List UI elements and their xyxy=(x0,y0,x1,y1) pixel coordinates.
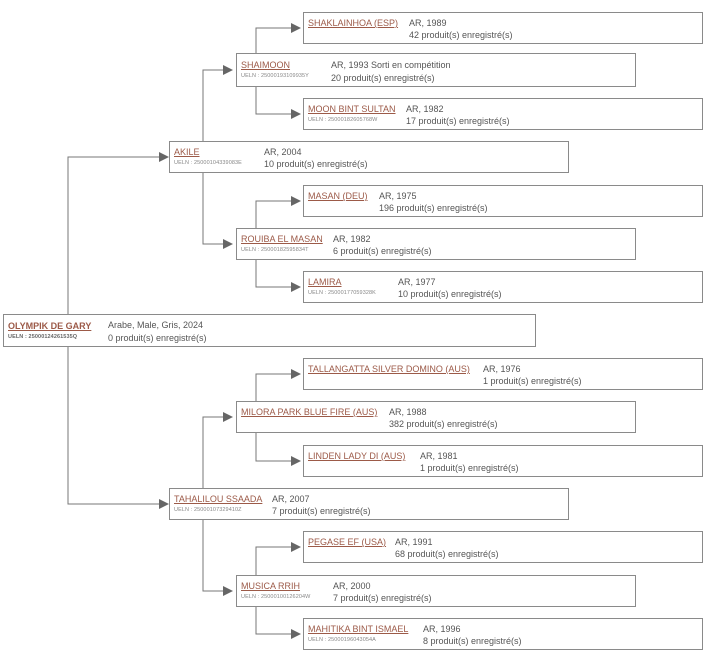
horse-details: AR, 1982 xyxy=(333,234,371,244)
horse-products-count: 10 produit(s) enregistré(s) xyxy=(264,159,368,169)
horse-card-sire: AKILE UELN : 25000104339083E AR, 2004 10… xyxy=(169,141,569,173)
horse-products-count: 10 produit(s) enregistré(s) xyxy=(398,289,502,299)
ueln-label: UELN : 25000177059328K xyxy=(308,290,376,296)
horse-name-link[interactable]: MOON BINT SULTAN xyxy=(308,104,396,114)
horse-card-dss: TALLANGATTA SILVER DOMINO (AUS) AR, 1976… xyxy=(303,358,703,390)
horse-details: AR, 1976 xyxy=(483,364,521,374)
ueln-label: UELN : 25000107329410Z xyxy=(174,507,242,513)
ueln-label: UELN : 25000196043054A xyxy=(308,637,376,643)
horse-products-count: 0 produit(s) enregistré(s) xyxy=(108,333,207,343)
horse-name-link[interactable]: AKILE xyxy=(174,147,200,157)
horse-products-count: 7 produit(s) enregistré(s) xyxy=(333,593,432,603)
ueln-label: UELN : 25000182605768W xyxy=(308,117,378,123)
horse-card-sds: MASAN (DEU) AR, 1975 196 produit(s) enre… xyxy=(303,185,703,217)
horse-card-dam-sire: MILORA PARK BLUE FIRE (AUS) AR, 1988 382… xyxy=(236,401,636,433)
horse-card-dam: TAHALILOU SSAADA UELN : 25000107329410Z … xyxy=(169,488,569,520)
horse-details: AR, 1996 xyxy=(423,624,461,634)
horse-card-sire-sire: SHAIMOON UELN : 25000193109935Y AR, 1993… xyxy=(236,53,636,87)
horse-products-count: 382 produit(s) enregistré(s) xyxy=(389,419,498,429)
horse-name-link[interactable]: SHAIMOON xyxy=(241,60,291,70)
horse-products-count: 68 produit(s) enregistré(s) xyxy=(395,549,499,559)
horse-products-count: 8 produit(s) enregistré(s) xyxy=(423,636,522,646)
horse-details: AR, 1977 xyxy=(398,277,436,287)
horse-card-sdd: LAMIRA UELN : 25000177059328K AR, 1977 1… xyxy=(303,271,703,303)
horse-name-link[interactable]: SHAKLAINHOA (ESP) xyxy=(308,18,399,28)
horse-name-link[interactable]: OLYMPIK DE GARY xyxy=(8,321,92,331)
horse-products-count: 7 produit(s) enregistré(s) xyxy=(272,506,371,516)
horse-products-count: 1 produit(s) enregistré(s) xyxy=(420,463,519,473)
horse-card-dam-dam: MUSICA RRIH UELN : 25000100126204W AR, 2… xyxy=(236,575,636,607)
horse-details: AR, 1988 xyxy=(389,407,427,417)
horse-card-dsd: LINDEN LADY DI (AUS) AR, 1981 1 produit(… xyxy=(303,445,703,477)
horse-products-count: 6 produit(s) enregistré(s) xyxy=(333,246,432,256)
ueln-label: UELN : 25000104339083E xyxy=(174,160,242,166)
horse-card-ssd: MOON BINT SULTAN UELN : 25000182605768W … xyxy=(303,98,703,130)
horse-details: AR, 1989 xyxy=(409,18,447,28)
horse-name-link[interactable]: MAHITIKA BINT ISMAEL xyxy=(308,624,409,634)
horse-details: AR, 2007 xyxy=(272,494,310,504)
horse-details: AR, 1991 xyxy=(395,537,433,547)
horse-card-ddd: MAHITIKA BINT ISMAEL UELN : 250001960430… xyxy=(303,618,703,650)
horse-products-count: 196 produit(s) enregistré(s) xyxy=(379,203,488,213)
horse-card-sire-dam: ROUIBA EL MASAN UELN : 25000182595834T A… xyxy=(236,228,636,260)
horse-name-link[interactable]: ROUIBA EL MASAN xyxy=(241,234,323,244)
horse-details: AR, 1993 Sorti en compétition xyxy=(331,60,451,70)
horse-name-link[interactable]: MASAN (DEU) xyxy=(308,191,368,201)
horse-details: Arabe, Male, Gris, 2024 xyxy=(108,320,204,330)
horse-products-count: 1 produit(s) enregistré(s) xyxy=(483,376,582,386)
horse-details: AR, 2000 xyxy=(333,581,371,591)
horse-name-link[interactable]: MUSICA RRIH xyxy=(241,581,301,591)
horse-details: AR, 2004 xyxy=(264,147,302,157)
ueln-label: UELN : 25000100126204W xyxy=(241,594,311,600)
ueln-label: UELN : 25000193109935Y xyxy=(241,73,309,79)
horse-details: AR, 1982 xyxy=(406,104,444,114)
horse-name-link[interactable]: TAHALILOU SSAADA xyxy=(174,494,263,504)
horse-details: AR, 1975 xyxy=(379,191,417,201)
ueln-label: UELN : 25000182595834T xyxy=(241,247,309,253)
ueln-label: UELN : 25000124261535Q xyxy=(8,334,78,340)
horse-card-dds: PEGASE EF (USA) AR, 1991 68 produit(s) e… xyxy=(303,531,703,563)
horse-name-link[interactable]: PEGASE EF (USA) xyxy=(308,537,387,547)
horse-products-count: 42 produit(s) enregistré(s) xyxy=(409,30,513,40)
horse-products-count: 17 produit(s) enregistré(s) xyxy=(406,116,510,126)
horse-card-sss: SHAKLAINHOA (ESP) AR, 1989 42 produit(s)… xyxy=(303,12,703,44)
horse-name-link[interactable]: LINDEN LADY DI (AUS) xyxy=(308,451,406,461)
horse-products-count: 20 produit(s) enregistré(s) xyxy=(331,73,435,83)
horse-name-link[interactable]: LAMIRA xyxy=(308,277,342,287)
horse-name-link[interactable]: TALLANGATTA SILVER DOMINO (AUS) xyxy=(308,364,470,374)
horse-details: AR, 1981 xyxy=(420,451,458,461)
horse-card-subject: OLYMPIK DE GARY UELN : 25000124261535Q A… xyxy=(3,314,536,347)
horse-name-link[interactable]: MILORA PARK BLUE FIRE (AUS) xyxy=(241,407,378,417)
